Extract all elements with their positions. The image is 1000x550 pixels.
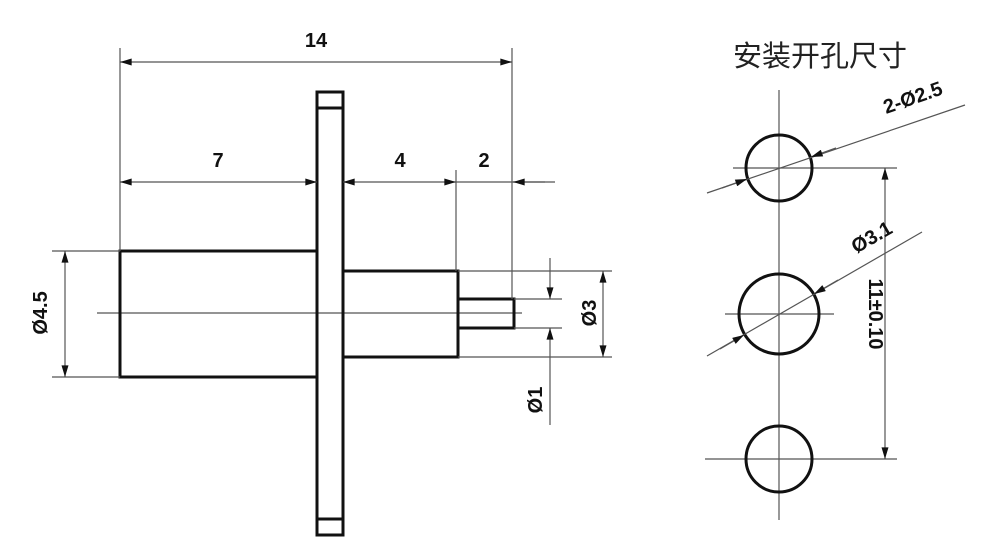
- label-4: 4: [394, 150, 406, 172]
- mounting-hole-bottom: [744, 424, 814, 494]
- label-small-holes: 2-Ø2.5: [881, 78, 946, 119]
- label-2: 2: [478, 150, 489, 172]
- pin: [456, 297, 516, 330]
- label-14: 14: [305, 30, 328, 52]
- label-hole-spacing: 11±0.10: [864, 278, 886, 349]
- front-body: [341, 269, 460, 359]
- label-7: 7: [212, 150, 223, 172]
- label-pin-dia: Ø1: [525, 387, 547, 414]
- label-front-dia: Ø3: [579, 300, 601, 327]
- dimension-lines: [52, 48, 612, 425]
- cutout-title: 安装开孔尺寸: [733, 39, 907, 73]
- connector-side-view: [97, 90, 522, 537]
- panel-cutout: [705, 90, 966, 520]
- label-center-hole: Ø3.1: [848, 217, 897, 258]
- label-rear-dia: Ø4.5: [30, 291, 52, 334]
- center-hole: [737, 272, 821, 356]
- rear-body: [118, 249, 319, 379]
- mounting-hole-top: [744, 133, 814, 203]
